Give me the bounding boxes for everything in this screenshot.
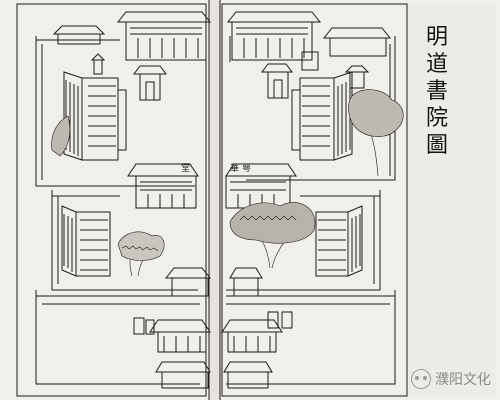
top-gate-left (52, 11, 212, 61)
wechat-icon (411, 369, 431, 389)
lower-compound (35, 267, 396, 385)
trees (51, 89, 404, 277)
left-page-frame (16, 3, 207, 397)
right-hall-label: 華萼 (230, 164, 255, 174)
top-gate-right (226, 11, 392, 71)
upper-right-halls (291, 71, 353, 161)
upper-compound (35, 36, 396, 187)
watermark: 濮阳文化 (411, 367, 491, 391)
book-gutter (209, 0, 220, 400)
right-margin (409, 4, 497, 396)
middle-right-hall (315, 205, 363, 277)
small-shrines (90, 53, 370, 101)
left-hall-label: 堂 (181, 164, 194, 174)
bottom-gatehouses (149, 319, 283, 389)
academy-map-title: 明道書院圖 (425, 25, 448, 158)
middle-compound (51, 190, 381, 291)
middle-left-hall (61, 205, 111, 277)
watermark-text: 濮阳文化 (435, 372, 491, 388)
upper-left-halls (63, 71, 127, 161)
right-page-frame (221, 3, 408, 397)
